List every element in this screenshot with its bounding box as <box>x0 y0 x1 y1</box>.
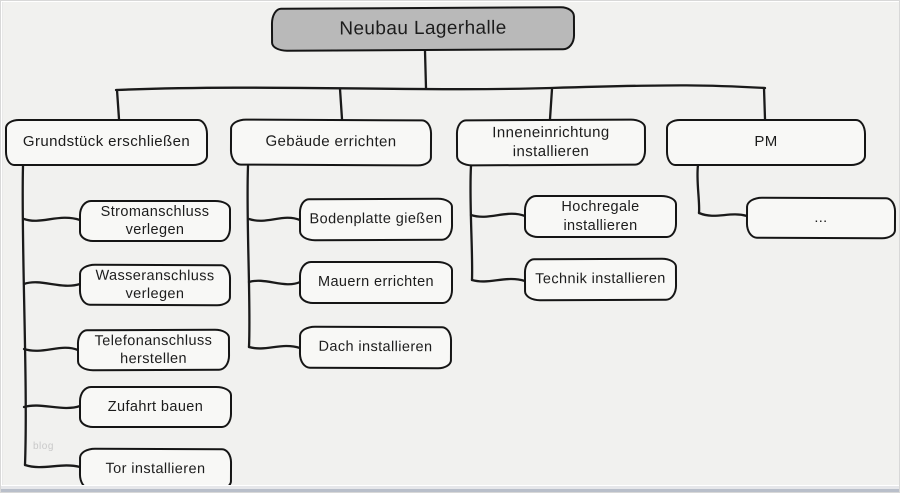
root-node: Neubau Lagerhalle <box>270 6 576 52</box>
task-node-wasseranschluss-verlegen: Wasseranschluss verlegen <box>78 263 232 307</box>
branch-node-pm: PM <box>666 119 866 166</box>
task-node-dach-installieren: Dach installieren <box>298 325 453 370</box>
task-node-mauern-errichten: Mauern errichten <box>299 261 453 304</box>
task-node-stromanschluss-verlegen: Stromanschluss verlegen <box>79 200 231 242</box>
task-node-telefonanschluss-herstellen: Telefonanschluss herstellen <box>76 328 231 372</box>
branch-node-gebaeude-errichten: Gebäude errichten <box>229 118 433 167</box>
task-node-bodenplatte-giessen: Bodenplatte gießen <box>298 197 454 242</box>
blog-watermark: blog <box>33 441 54 452</box>
bottom-bar <box>1 485 899 492</box>
task-node-tor-installieren: Tor installieren <box>78 447 233 491</box>
task-node-zufahrt-bauen: Zufahrt bauen <box>79 386 232 428</box>
task-node-technik-installieren: Technik installieren <box>523 257 678 302</box>
task-node-ellipsis: ... <box>745 196 897 240</box>
branch-node-inneneinrichtung-installieren: Inneneinrichtung installieren <box>455 118 647 167</box>
task-node-hochregale-installieren: Hochregale installieren <box>524 195 677 238</box>
branch-node-grundstueck-erschliessen: Grundstück erschließen <box>5 119 208 166</box>
